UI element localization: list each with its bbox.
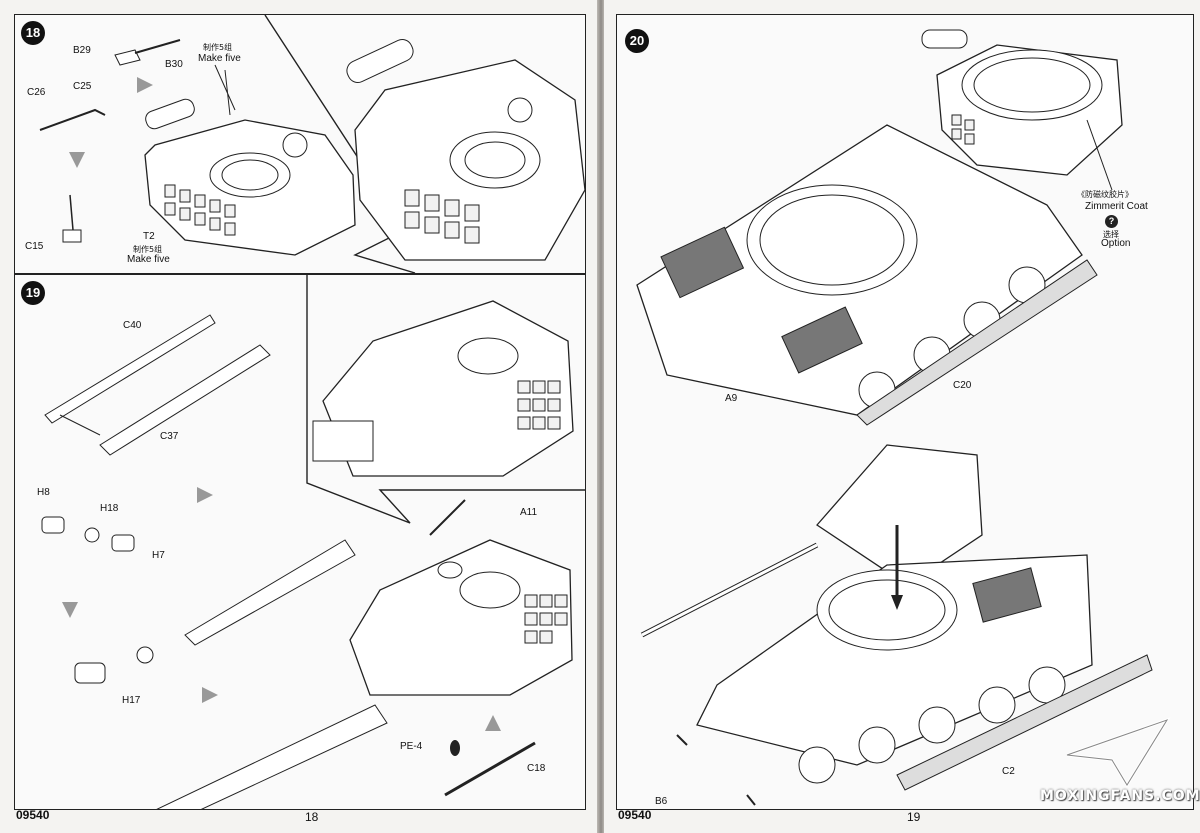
watermark-logo-icon: [1066, 717, 1171, 788]
label-c26: C26: [27, 87, 46, 98]
part-c15: [62, 194, 82, 243]
step-19-panel: 19: [14, 274, 586, 810]
option-question-icon: ?: [1105, 215, 1118, 228]
doc-code-left: 09540: [16, 808, 50, 822]
label-h8: H8: [37, 487, 50, 498]
arrow-icon: [202, 687, 218, 703]
turret-main-step19: [349, 499, 573, 696]
barrel-assembly: [74, 539, 356, 684]
label-a11: A11: [520, 507, 538, 518]
turret-shell-zimmerit: [921, 29, 1123, 176]
label-a9: A9: [725, 393, 738, 404]
left-page: 18: [0, 0, 598, 833]
label-make-five-cn-bottom: 制作5组: [133, 245, 163, 254]
complete-tank-assembly: [640, 444, 1153, 806]
label-h7: H7: [152, 550, 165, 561]
label-c2: C2: [1002, 766, 1015, 777]
label-b30: B30: [165, 59, 183, 70]
page-number-left: 18: [305, 810, 319, 824]
label-c40: C40: [123, 320, 142, 331]
label-option: Option: [1101, 238, 1131, 249]
label-c25: C25: [73, 81, 92, 92]
label-make-five-top: Make five: [198, 53, 241, 64]
turret-zoom-view: [346, 39, 585, 261]
arrow-icon: [69, 152, 85, 168]
label-option-cn: 选择: [1103, 230, 1119, 239]
label-c18: C18: [527, 763, 546, 774]
watermark-text: MOXINGFANS.COM: [1040, 788, 1200, 804]
arrow-icon: [485, 715, 501, 731]
label-c20: C20: [953, 380, 972, 391]
label-zimmerit: Zimmerit Coat: [1085, 201, 1148, 212]
part-b29-b30: [114, 39, 181, 66]
zimmerit-leader-line: [1086, 119, 1113, 191]
label-h17: H17: [122, 695, 141, 706]
label-t2: T2: [143, 231, 155, 242]
step-18-badge: 18: [21, 21, 45, 45]
label-c15: C15: [25, 241, 44, 252]
arrow-icon: [197, 487, 213, 503]
arrow-icon: [62, 602, 78, 618]
label-zimmerit-cn: 《防磁纹胶片》: [1077, 190, 1133, 199]
part-pe4-c18: [444, 740, 536, 797]
zoom-divider: [264, 15, 416, 273]
step-19-badge: 19: [21, 281, 45, 305]
doc-code-right: 09540: [618, 808, 652, 822]
step-18-panel: 18: [14, 14, 586, 274]
muzzle-parts-h8-h18-h7: [41, 516, 135, 552]
label-b29: B29: [73, 45, 91, 56]
label-make-five-cn-top: 制作5组: [203, 43, 233, 52]
book-gutter: [597, 0, 605, 833]
zoom-inset-frame: [306, 275, 585, 524]
part-c25-c26: [39, 108, 106, 131]
barrel-halves-c40-c37: [44, 314, 271, 456]
page-number-right: 19: [907, 810, 921, 824]
label-pe4: PE-4: [400, 741, 423, 752]
turret-drawing-step18: [144, 64, 356, 256]
hull-upper-assembly: [636, 124, 1098, 426]
turret-inset-view: [312, 300, 574, 477]
step-20-panel: 20: [616, 14, 1194, 810]
label-h18: H18: [100, 503, 119, 514]
label-make-five-bottom: Make five: [127, 254, 170, 265]
step-20-badge: 20: [625, 29, 649, 53]
label-b6: B6: [655, 796, 668, 807]
label-c37: C37: [160, 431, 179, 442]
arrow-icon: [137, 77, 153, 93]
barrel-long: [156, 704, 388, 809]
right-page: 20: [604, 0, 1200, 833]
